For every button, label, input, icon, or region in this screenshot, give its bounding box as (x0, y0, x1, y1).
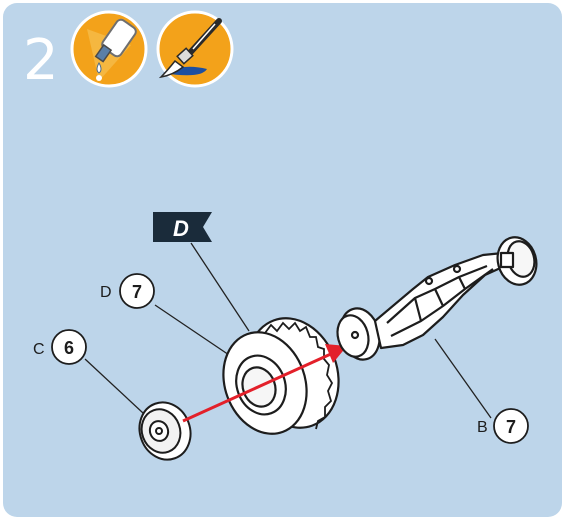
flag-label: D (173, 216, 189, 241)
callout-part-b: B 7 (477, 408, 529, 444)
paint-brush-icon (156, 10, 234, 88)
callout-side-letter: B (477, 419, 488, 436)
callout-part-d: D 7 (100, 273, 155, 309)
callout-side-letter: C (33, 341, 45, 358)
callout-number: 7 (132, 282, 142, 302)
tire-part (222, 317, 340, 435)
callout-number: 6 (64, 338, 74, 358)
callout-part-c: C 6 (33, 329, 87, 365)
glue-icon (70, 10, 148, 88)
step-number: 2 (23, 28, 59, 93)
leader-lines (84, 242, 492, 419)
callout-number: 7 (506, 417, 516, 437)
hub-cap-part (138, 401, 192, 461)
callout-side-letter: D (100, 284, 112, 301)
instruction-panel: 2 D (3, 3, 562, 517)
paint-code-flag: D (153, 212, 212, 242)
axle-frame-part (336, 236, 538, 361)
